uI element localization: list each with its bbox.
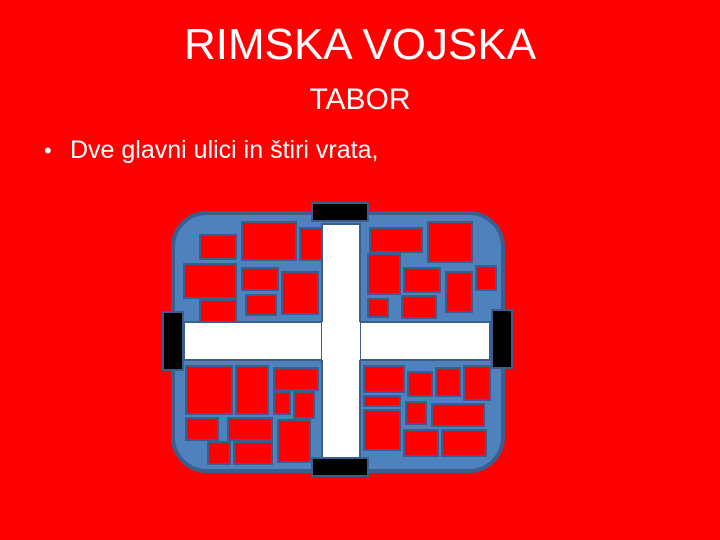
street-crossing — [322, 322, 360, 360]
bullet-marker: • — [44, 138, 52, 163]
building — [441, 429, 487, 457]
building — [401, 295, 437, 319]
building — [463, 365, 491, 401]
building — [403, 429, 439, 457]
west-gate — [162, 311, 184, 371]
building — [281, 271, 319, 315]
building — [207, 441, 231, 465]
building — [367, 253, 401, 295]
building — [407, 371, 433, 397]
slide-title: RIMSKA VOJSKA — [183, 20, 537, 69]
building — [369, 227, 423, 253]
building — [227, 417, 273, 441]
building — [427, 221, 473, 263]
subtitle-text: TABOR — [309, 83, 411, 116]
building — [185, 365, 233, 415]
building — [245, 294, 277, 316]
building — [299, 227, 323, 261]
building — [431, 403, 485, 427]
south-gate — [311, 457, 369, 477]
slide-subtitle: TABOR — [0, 80, 720, 120]
buildings-bottom-left — [185, 365, 319, 465]
building — [199, 299, 237, 323]
buildings-top-right — [367, 221, 497, 319]
building — [405, 401, 427, 425]
building — [233, 441, 273, 465]
building — [199, 234, 237, 260]
north-gate — [311, 202, 369, 222]
east-gate — [491, 309, 513, 369]
building — [445, 271, 473, 313]
building — [273, 367, 319, 391]
building — [363, 365, 405, 393]
building — [277, 419, 311, 463]
building — [235, 365, 269, 415]
building — [403, 267, 441, 293]
building — [241, 267, 279, 291]
building — [475, 265, 497, 291]
bullet-list: • Dve glavni ulici in štiri vrata, — [44, 132, 378, 169]
building — [241, 221, 297, 261]
building — [273, 391, 291, 415]
building — [363, 395, 401, 407]
building — [185, 417, 219, 441]
buildings-top-left — [183, 221, 323, 323]
building — [183, 263, 237, 299]
bullet-text: Dve glavni ulici in štiri vrata, — [70, 136, 379, 164]
bullet-item: • Dve glavni ulici in štiri vrata, — [44, 132, 378, 169]
buildings-bottom-right — [363, 365, 491, 457]
building — [293, 391, 315, 419]
building — [363, 409, 401, 451]
building — [435, 367, 461, 397]
building — [367, 298, 389, 318]
